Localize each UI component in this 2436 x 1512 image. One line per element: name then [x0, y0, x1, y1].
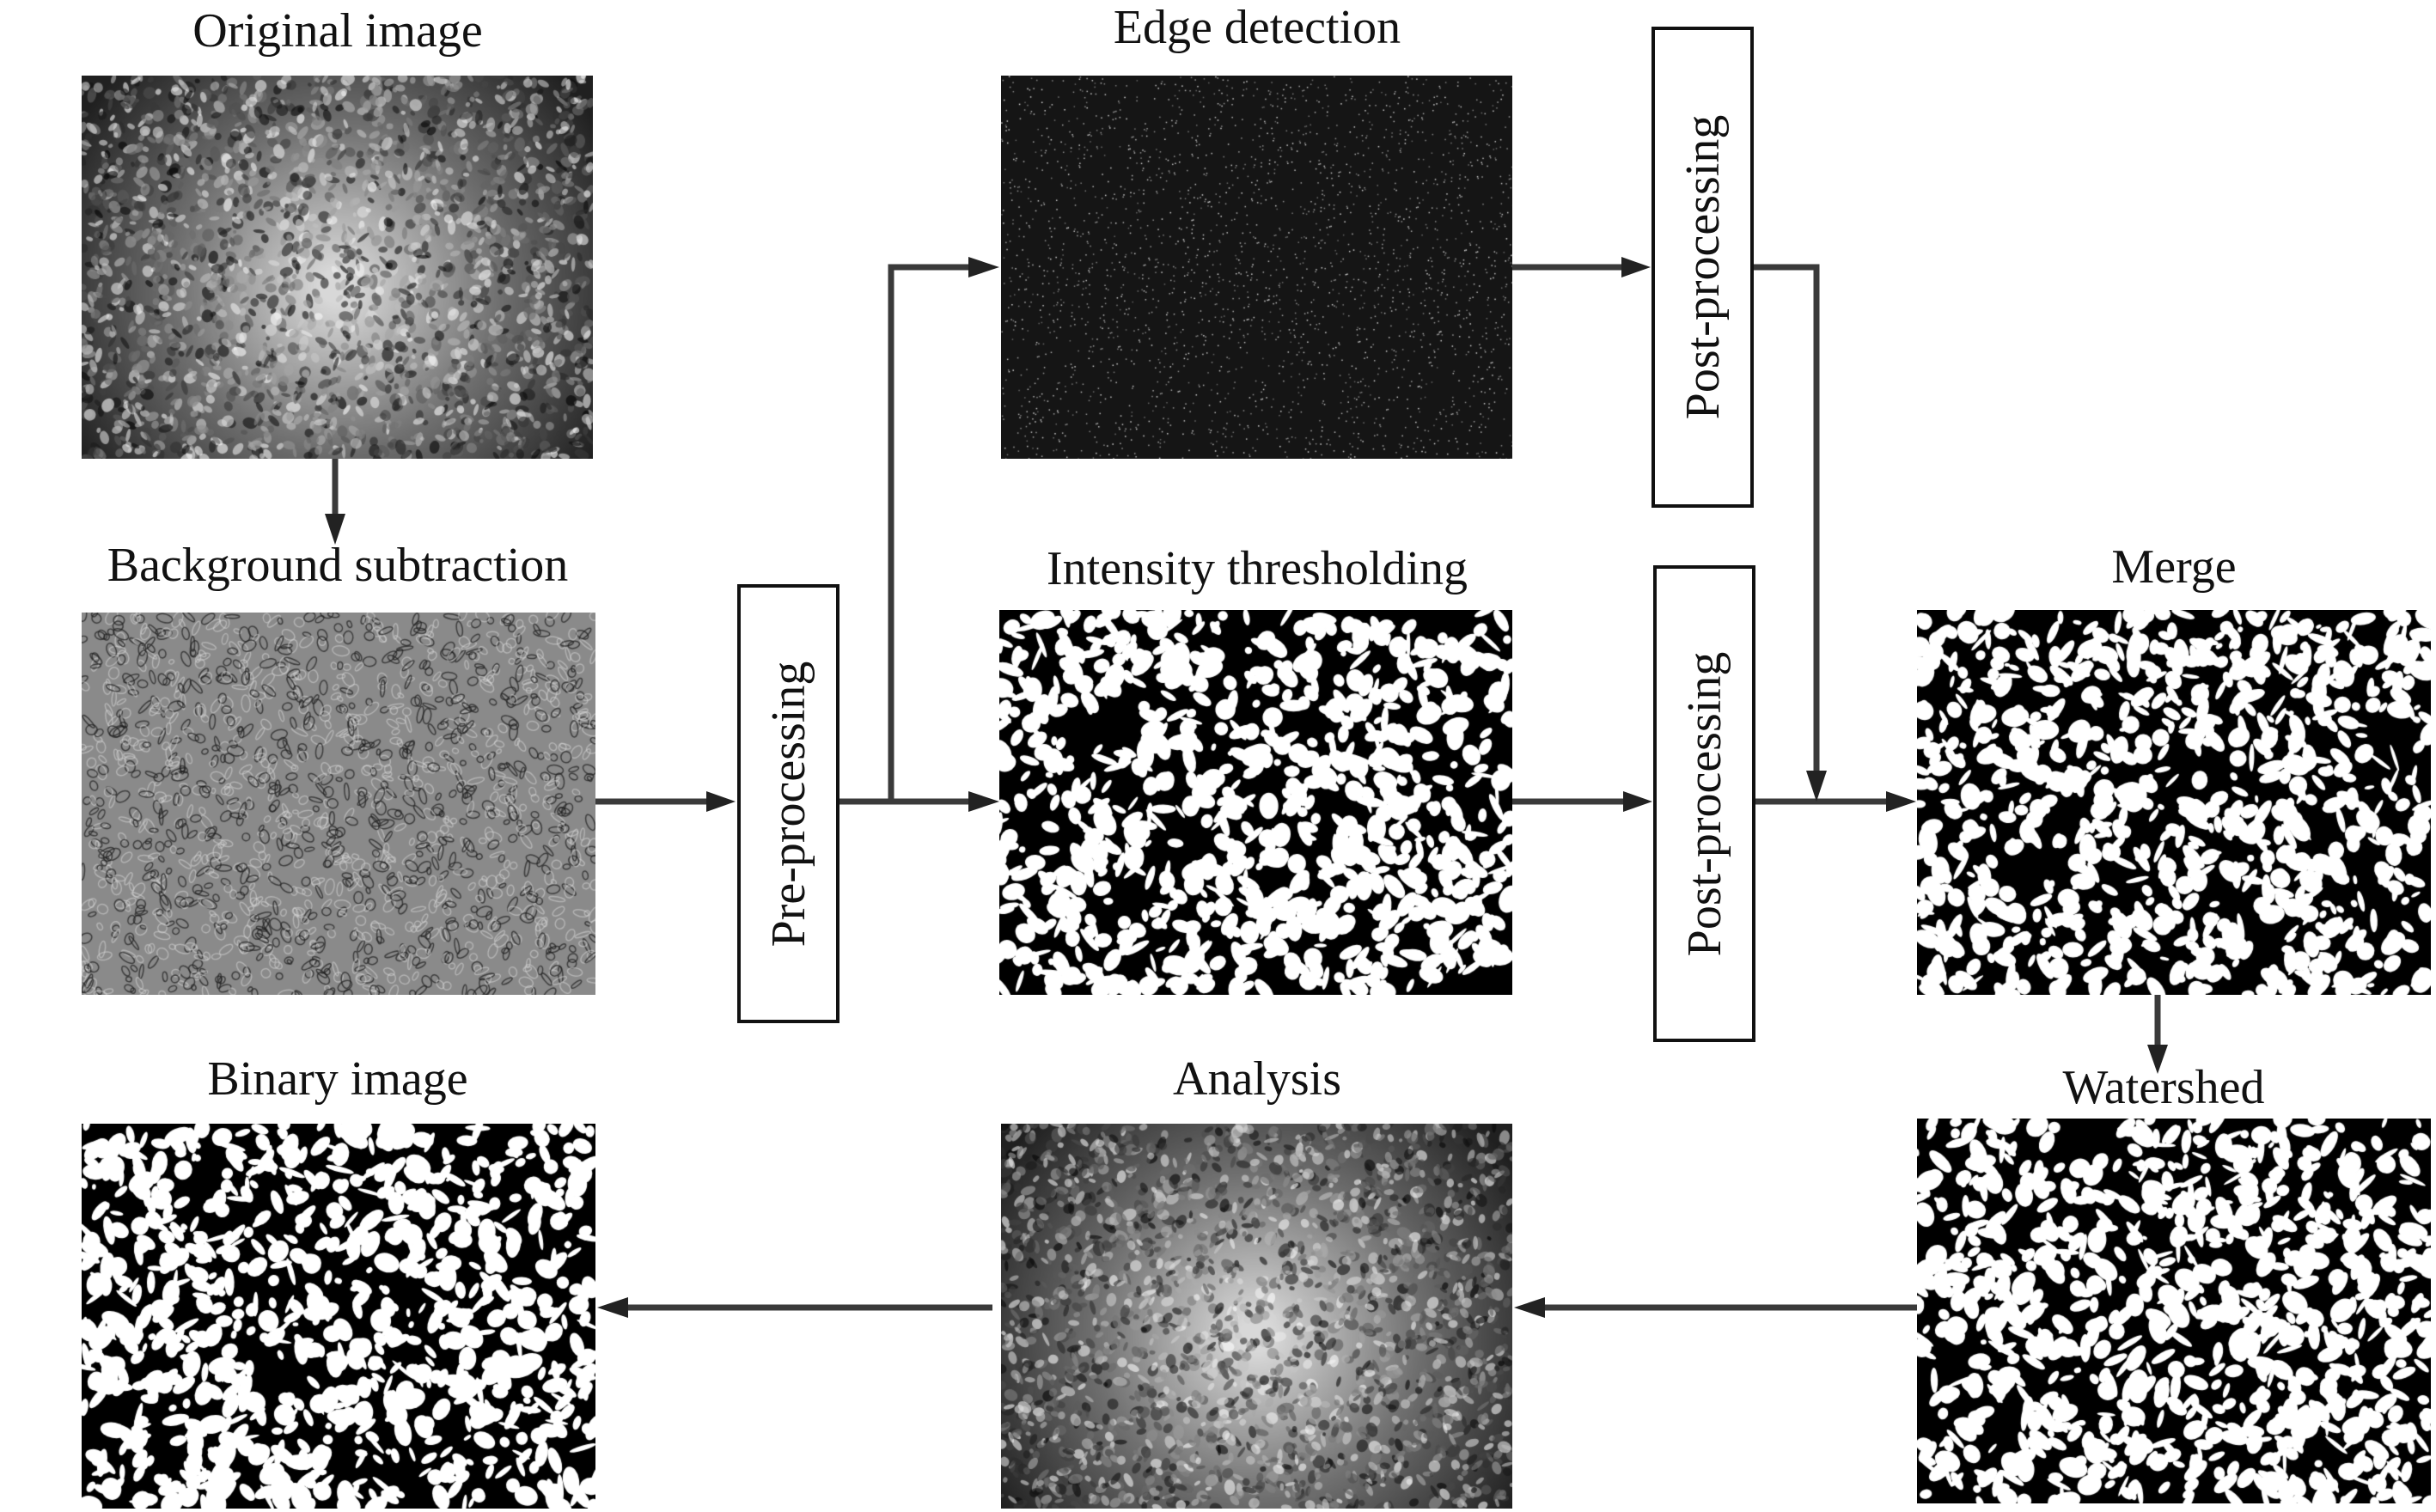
watershed-image — [1917, 1119, 2431, 1503]
merge-title: Merge — [2111, 540, 2237, 594]
background-subtraction-image — [82, 613, 595, 995]
binary-image-title: Binary image — [207, 1052, 468, 1106]
postprocessing-mid-box: Post-processing — [1653, 565, 1755, 1042]
intensity-thresholding-image — [999, 610, 1512, 995]
original-image — [82, 76, 593, 459]
analysis-image — [1001, 1124, 1512, 1509]
edge-detection-title: Edge detection — [1113, 1, 1401, 54]
watershed-title: Watershed — [2062, 1061, 2265, 1114]
arrow-postprocessing-top-to-merge — [1754, 264, 1820, 773]
edge-detection-image — [1001, 76, 1512, 459]
preprocessing-box: Pre-processing — [737, 584, 839, 1023]
analysis-title: Analysis — [1173, 1052, 1341, 1106]
merge-image — [1917, 610, 2431, 995]
background-subtraction-title: Background subtraction — [107, 539, 569, 592]
intensity-thresholding-title: Intensity thresholding — [1047, 542, 1468, 595]
original-image-title: Original image — [192, 4, 483, 58]
binary-image — [82, 1124, 595, 1509]
arrow-preprocessing-to-edge — [888, 264, 971, 802]
postprocessing-top-box: Post-processing — [1651, 27, 1754, 508]
